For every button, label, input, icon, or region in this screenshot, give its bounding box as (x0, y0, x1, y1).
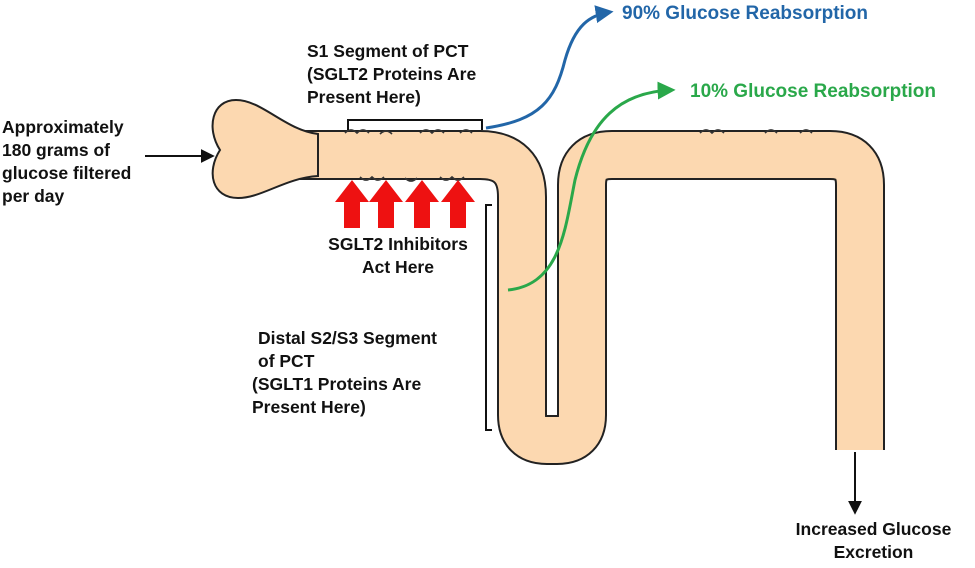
s1-segment-label: S1 Segment of PCT (SGLT2 Proteins Are Pr… (307, 40, 476, 109)
inhibitor-arrow-2 (369, 180, 403, 228)
reabsorption-10-arrow (507, 81, 676, 292)
distal-segment-label-line-2: of PCT (258, 351, 315, 371)
brush-border-texture (344, 129, 813, 182)
bowman-capsule (211, 98, 319, 200)
distal-segment-bracket (485, 204, 492, 431)
output-label: Increased Glucose Excretion (772, 518, 975, 564)
input-label-line-4: per day (2, 186, 65, 206)
inhibitor-arrow-1 (335, 180, 369, 228)
input-label-line-1: Approximately (2, 117, 124, 137)
reabsorption-10-label: 10% Glucose Reabsorption (690, 81, 937, 102)
distal-segment-label: Distal S2/S3 Segment of PCT (SGLT1 Prote… (252, 327, 437, 419)
output-label-line-2: Excretion (833, 542, 914, 562)
proximal-tubule (300, 132, 883, 463)
up-arrow-icon (335, 180, 475, 228)
inhibitors-label-line-2: Act Here (362, 257, 434, 277)
input-label-line-3: glucose filtered (2, 163, 132, 183)
inhibitors-label-line-1: SGLT2 Inhibitors (328, 234, 468, 254)
input-label-line-2: 180 grams of (2, 140, 110, 160)
output-label-line-1: Increased Glucose (795, 519, 952, 539)
input-label: Approximately 180 grams of glucose filte… (2, 116, 131, 208)
inhibitor-arrow-3 (405, 180, 439, 228)
s1-segment-label-line-1: S1 Segment of PCT (307, 41, 469, 61)
reabsorption-90-arrow (485, 5, 614, 130)
reabsorption-90-label: 90% Glucose Reabsorption (622, 3, 869, 24)
inhibitor-arrow-4 (441, 180, 475, 228)
distal-segment-label-line-3: (SGLT1 Proteins Are (252, 374, 422, 394)
distal-segment-label-line-4: Present Here) (252, 397, 366, 417)
distal-segment-label-line-1: Distal S2/S3 Segment (258, 328, 437, 348)
s1-segment-label-line-2: (SGLT2 Proteins Are (307, 64, 477, 84)
s1-segment-label-line-3: Present Here) (307, 87, 421, 107)
s1-segment-bracket (347, 119, 483, 130)
inhibitors-label: SGLT2 Inhibitors Act Here (300, 233, 496, 279)
